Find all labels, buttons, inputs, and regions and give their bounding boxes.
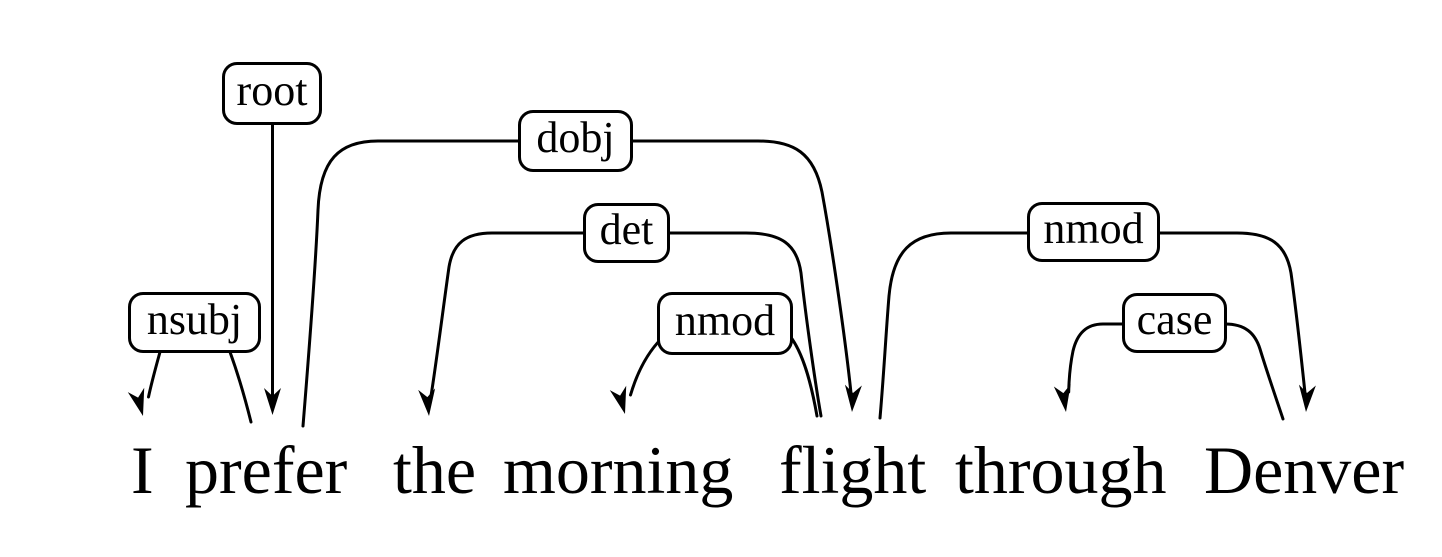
arrowhead-nmod-morning (609, 385, 627, 414)
arc-root (264, 120, 281, 415)
arrowhead-dobj (844, 384, 862, 412)
arrowhead-nmod-denver (1298, 384, 1316, 412)
dep-label-nmod-denver: nmod (1027, 202, 1160, 262)
dep-label-nmod-morning: nmod (657, 292, 793, 355)
arc-case (1053, 322, 1285, 421)
arrowhead-root (264, 388, 281, 415)
dep-label-root: root (222, 62, 322, 125)
dep-label-det: det (583, 203, 670, 263)
arc-dobj (301, 139, 862, 428)
word-through: through (955, 432, 1167, 508)
word-flight: flight (779, 432, 927, 508)
word-morning: morning (503, 432, 734, 508)
arc-nmod-denver (878, 231, 1316, 420)
dep-label-case: case (1122, 293, 1227, 353)
dep-label-nsubj: nsubj (128, 292, 261, 353)
word-denver: Denver (1204, 432, 1405, 508)
dep-label-dobj: dobj (518, 110, 633, 172)
arrowhead-nsubj (127, 387, 145, 416)
arrowhead-det (418, 388, 436, 416)
word-prefer: prefer (185, 432, 348, 508)
arrowhead-case (1053, 384, 1071, 412)
word-the: the (393, 432, 477, 508)
arc-det (418, 231, 823, 418)
arc-nsubj (127, 350, 253, 424)
word-i: I (131, 432, 154, 508)
